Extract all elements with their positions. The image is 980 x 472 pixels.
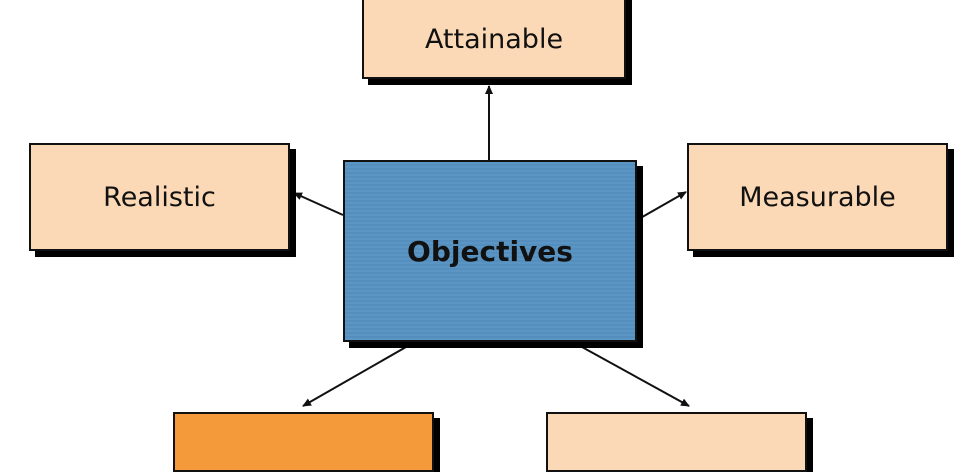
node-attainable: Attainable	[362, 0, 626, 79]
arrow-to-realistic	[293, 192, 344, 216]
node-measurable: Measurable	[687, 143, 948, 251]
center-label: Objectives	[407, 234, 573, 268]
node-bottom-left	[173, 412, 434, 472]
connector-arrows	[293, 85, 690, 407]
node-label: Measurable	[739, 181, 896, 213]
node-label: Attainable	[424, 24, 564, 55]
node-label: Realistic	[103, 181, 216, 213]
arrow-to-bottom-right	[581, 346, 690, 407]
node-bottom-right	[546, 412, 807, 472]
node-objectives: Objectives	[343, 160, 637, 342]
arrow-to-measurable	[636, 191, 687, 221]
node-realistic: Realistic	[29, 143, 290, 251]
arrow-to-bottom-left	[302, 346, 407, 407]
